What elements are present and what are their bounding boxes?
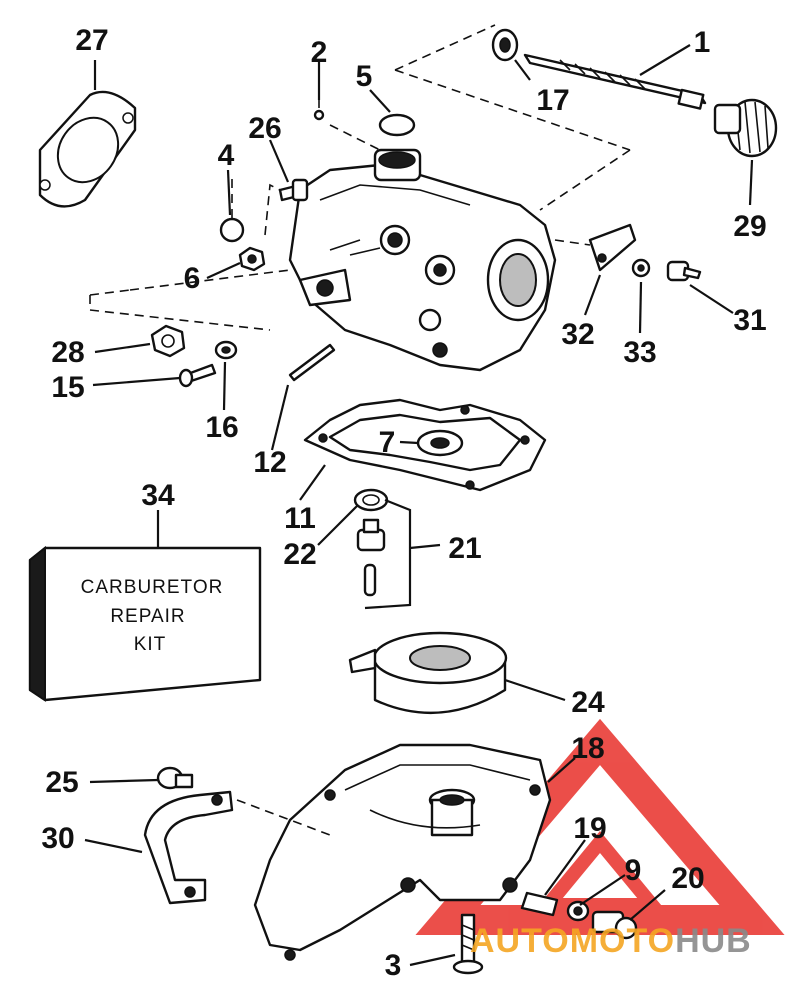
label-19: 19 — [573, 812, 606, 845]
label-7: 7 — [379, 426, 396, 459]
watermark-text-part-1: AUTOMOTO — [470, 922, 675, 960]
dashed-assembly-lines — [89, 24, 631, 836]
label-32: 32 — [561, 318, 594, 351]
knob-part-29 — [713, 98, 778, 158]
screw-part-3 — [452, 913, 484, 975]
label-17: 17 — [536, 84, 569, 117]
part-number-labels: 1 2 3 4 5 6 7 9 11 12 15 16 17 18 19 20 … — [41, 24, 766, 982]
washer-part-16 — [214, 340, 238, 360]
jet-part-19 — [520, 891, 559, 917]
label-6: 6 — [184, 262, 201, 295]
needle-valve-part-1 — [523, 53, 707, 110]
label-34: 34 — [141, 479, 175, 512]
watermark-text: AUTOMOTOHUB — [470, 922, 752, 960]
clip-part-32 — [588, 223, 637, 272]
label-18: 18 — [571, 732, 604, 765]
label-2: 2 — [311, 36, 328, 69]
carburetor-body — [288, 148, 557, 372]
label-22: 22 — [283, 538, 316, 571]
diaphragm-part-7 — [416, 429, 464, 457]
label-3: 3 — [385, 949, 402, 982]
label-30: 30 — [41, 822, 74, 855]
kit-label-line-1: CARBURETOR — [81, 577, 224, 598]
label-15: 15 — [51, 371, 84, 404]
label-16: 16 — [205, 411, 238, 444]
nut-part-6 — [238, 246, 266, 272]
needle-seat-part-21 — [356, 498, 412, 610]
label-21: 21 — [448, 532, 481, 565]
gasket-part-22 — [353, 488, 389, 512]
label-20: 20 — [671, 862, 704, 895]
carburetor-repair-kit-box: CARBURETOR REPAIR KIT — [28, 545, 262, 702]
label-25: 25 — [45, 766, 78, 799]
svg-text:AUTOMOTOHUB: AUTOMOTOHUB — [470, 922, 752, 960]
label-12: 12 — [253, 446, 286, 479]
label-5: 5 — [356, 60, 373, 93]
label-29: 29 — [733, 210, 766, 243]
kit-label-line-3: KIT — [134, 634, 167, 655]
lockwasher-part-33 — [631, 258, 651, 278]
label-4: 4 — [218, 139, 235, 172]
screw-part-25 — [156, 766, 194, 790]
ball-part-2 — [313, 109, 325, 121]
label-1: 1 — [694, 26, 711, 59]
screw-part-26 — [278, 178, 309, 202]
ball-part-4 — [219, 217, 245, 243]
label-11: 11 — [284, 502, 316, 535]
washer-part-9 — [566, 900, 590, 922]
pin-part-12 — [288, 343, 336, 382]
screw-part-15 — [178, 363, 217, 388]
label-24: 24 — [571, 686, 605, 719]
label-33: 33 — [623, 336, 656, 369]
label-26: 26 — [248, 112, 281, 145]
screw-part-31 — [666, 260, 702, 282]
label-9: 9 — [625, 854, 642, 887]
leader-lines — [84, 44, 754, 967]
kit-label-line-2: REPAIR — [110, 606, 185, 627]
label-27: 27 — [75, 24, 108, 57]
plug-part-20 — [591, 910, 638, 940]
label-31: 31 — [733, 304, 766, 337]
label-28: 28 — [51, 336, 84, 369]
float-bowl-part-18 — [253, 743, 552, 961]
clamp-part-30 — [143, 790, 234, 905]
watermark-text-part-2: HUB — [675, 922, 752, 960]
float-part-24 — [348, 631, 508, 715]
plug-part-5 — [378, 113, 416, 137]
gasket-part-27 — [38, 90, 137, 208]
bushing-part-17 — [491, 28, 519, 62]
nut-part-28 — [150, 324, 186, 358]
